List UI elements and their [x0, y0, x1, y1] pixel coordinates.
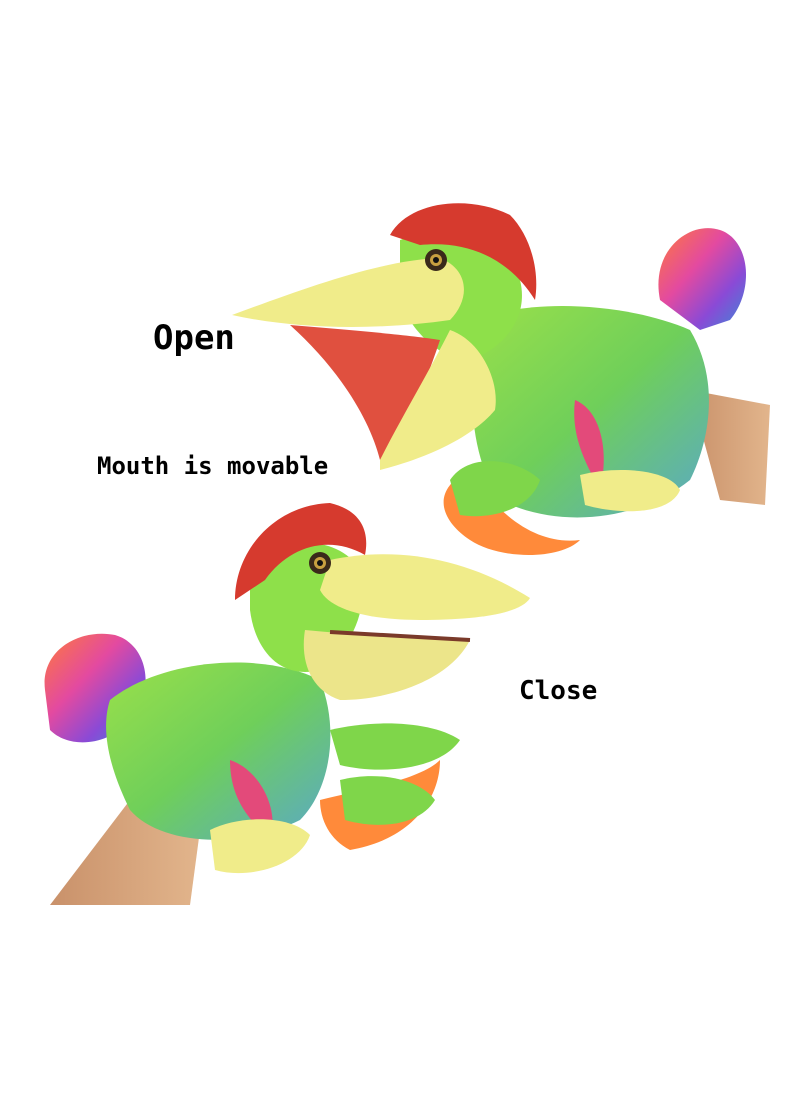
close-label: Close	[519, 676, 598, 706]
lower-beak-top	[380, 330, 496, 470]
upper-beak-bottom	[320, 554, 530, 620]
puppet-open-mouth	[232, 203, 770, 555]
open-label: Open	[153, 318, 235, 358]
upper-beak-top	[232, 258, 464, 327]
tail-top	[658, 228, 747, 330]
crest-top	[390, 203, 537, 300]
back-foot-top	[580, 470, 680, 512]
mouth-movable-label: Mouth is movable	[97, 452, 329, 480]
lower-beak-bottom	[303, 630, 470, 700]
arm-top	[690, 390, 770, 505]
back-foot-bottom	[210, 819, 310, 874]
front-leg-top	[450, 461, 540, 517]
puppet-closed-mouth	[44, 503, 530, 905]
body-bottom	[106, 662, 331, 840]
body-top	[471, 306, 709, 518]
crest-bottom	[235, 503, 367, 600]
front-leg-bottom	[330, 723, 460, 770]
